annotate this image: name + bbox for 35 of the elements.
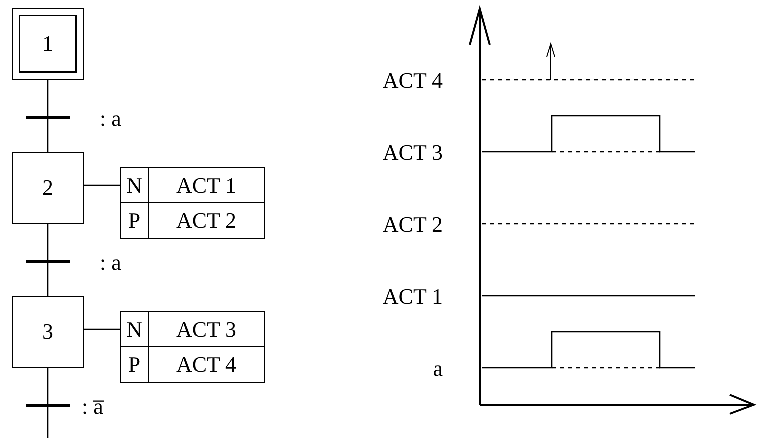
action-row <box>120 202 265 239</box>
connector-line <box>47 368 49 404</box>
action-row <box>120 346 265 383</box>
transition-bar <box>26 260 70 263</box>
signal-label: ACT 2 <box>382 214 443 236</box>
transition-bar <box>26 404 70 407</box>
connector-line <box>84 328 120 330</box>
action-row <box>120 311 265 348</box>
action-row <box>120 167 265 204</box>
action-name: ACT 3 <box>175 316 238 342</box>
signal-label: a <box>433 358 443 380</box>
step-box <box>12 296 84 368</box>
step-number: 2 <box>42 175 54 201</box>
step-box <box>12 152 84 224</box>
connector-line <box>47 407 49 438</box>
connector-line <box>84 184 120 186</box>
transition-condition: : a <box>100 108 122 130</box>
step-number: 3 <box>42 319 54 345</box>
action-name: ACT 2 <box>175 208 238 234</box>
transition-bar <box>26 116 70 119</box>
connector-line <box>47 263 49 296</box>
signal-label: ACT 3 <box>382 142 443 164</box>
signal-label: ACT 1 <box>382 286 443 308</box>
connector-line <box>47 119 49 152</box>
connector-line <box>47 224 49 260</box>
signal-label: ACT 4 <box>382 70 443 92</box>
action-name: ACT 4 <box>175 352 238 378</box>
transition-condition: : a <box>100 252 122 274</box>
transition-condition: : a̅ <box>82 396 104 418</box>
initial-step-box <box>12 8 84 80</box>
action-qualifier: P <box>121 347 149 382</box>
action-name: ACT 1 <box>175 172 238 198</box>
step-number: 1 <box>42 31 54 57</box>
action-qualifier: P <box>121 203 149 238</box>
connector-line <box>47 80 49 116</box>
